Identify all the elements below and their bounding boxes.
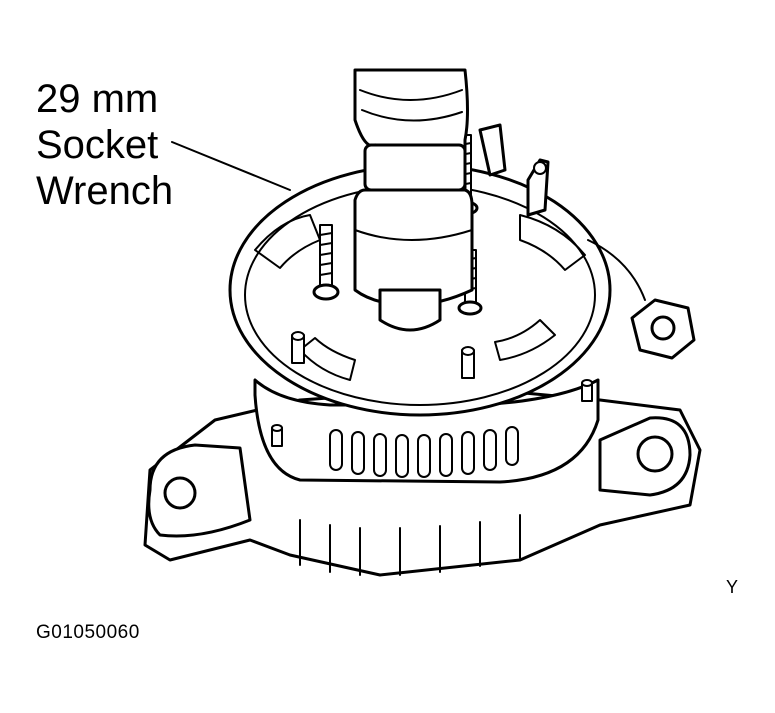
socket-wrench-knurl — [359, 89, 463, 122]
top-bracket — [478, 123, 507, 177]
socket-wrench-ring — [354, 229, 473, 241]
pin-center-right — [461, 346, 475, 379]
socket-wrench-body — [353, 188, 474, 307]
callout-line-2: Socket — [36, 123, 159, 167]
stator-band — [253, 378, 600, 484]
pin-right-lower — [581, 379, 593, 402]
pin-center-left — [291, 331, 305, 364]
socket-wrench-band — [363, 143, 467, 192]
mounting-hole-left — [163, 476, 197, 510]
mounting-ear-left — [147, 443, 252, 538]
stud-left — [312, 224, 340, 301]
top-terminal-eye — [533, 161, 547, 175]
rear-cover-vents — [254, 214, 586, 381]
callout-line-1: 29 mm — [36, 77, 159, 121]
b-terminal-bolt-hole — [650, 315, 676, 341]
mounting-hole-right — [636, 435, 674, 473]
figure-id: G01050060 — [36, 622, 140, 643]
callout-leader-line — [171, 141, 291, 191]
callout-line-3: Wrench — [36, 169, 174, 213]
pin-left-lower — [271, 424, 283, 447]
socket-wrench-tip — [378, 288, 442, 332]
stator-slots — [329, 426, 519, 478]
lower-housing-ribs — [299, 514, 521, 576]
view-code: Y — [726, 577, 739, 597]
b-terminal-lead — [587, 239, 646, 301]
